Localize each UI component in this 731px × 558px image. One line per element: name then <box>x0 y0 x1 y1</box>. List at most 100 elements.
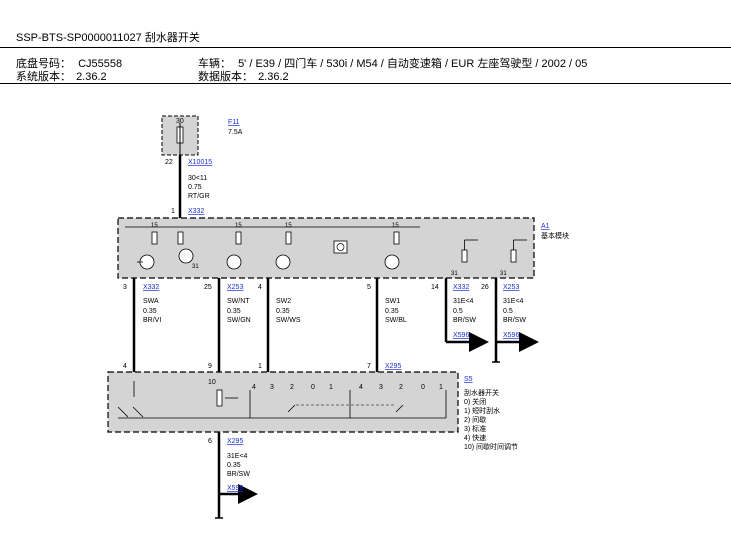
terminal-31: 31 <box>500 271 507 277</box>
wire-pin: 25 <box>204 284 212 291</box>
wire-pin: 4 <box>258 284 262 291</box>
chassis-label: 底盘号码： <box>16 58 71 70</box>
resistor-icon <box>461 249 468 263</box>
fuse-out-pin: 22 <box>165 159 173 166</box>
output-wire-id: 31E<4 <box>227 453 248 460</box>
transistor-icon <box>226 254 242 270</box>
switch-s5-link[interactable]: S5 <box>464 376 473 383</box>
supply-wire-size: 0.75 <box>188 184 202 191</box>
connector-x295-link[interactable]: X295 <box>227 438 243 445</box>
wire-pin: 14 <box>431 284 439 291</box>
fuse-rating: 7.5A <box>228 129 243 136</box>
resistor-icon <box>235 231 242 245</box>
resistor-icon <box>285 231 292 245</box>
position-label: 2 <box>290 384 294 391</box>
wire-color: BR/SW <box>503 317 526 324</box>
s5-pin: 9 <box>208 363 212 370</box>
base-module-box: 15 31 15 15 15 31 31 <box>117 217 535 279</box>
potentiometer-icon <box>216 389 223 407</box>
chassis-value: CJ55558 <box>78 58 123 70</box>
connector-x295-link[interactable]: X295 <box>385 363 401 370</box>
ground-link[interactable]: X596 <box>227 485 243 492</box>
header-divider <box>0 83 731 84</box>
position-label: 0 <box>421 384 425 391</box>
wire-name: 31E<4 <box>503 298 524 305</box>
switch-contact <box>132 406 144 418</box>
transistor-icon <box>384 254 400 270</box>
wire-size: 0.5 <box>503 308 513 315</box>
module-in-pin: 1 <box>171 208 175 215</box>
connector-link[interactable]: X253 <box>227 284 243 291</box>
connector-link[interactable]: X332 <box>143 284 159 291</box>
resistor-icon <box>510 249 517 263</box>
output-wire-size: 0.35 <box>227 462 241 469</box>
resistor-icon <box>151 231 158 245</box>
fuse-f11-link[interactable]: F11 <box>228 119 240 126</box>
resistor-icon <box>177 231 184 245</box>
vehicle-value: 5' / E39 / 四门车 / 530i / M54 / 自动变速箱 / EU… <box>238 58 588 70</box>
system-version: 系统版本： 2.36.2 <box>16 68 107 84</box>
wiper-switch-box: 10 4 3 2 0 1 4 3 2 0 1 <box>107 371 459 433</box>
output-pin: 6 <box>208 438 212 445</box>
vehicle-info: 车辆： 5' / E39 / 四门车 / 530i / M54 / 自动变速箱 … <box>198 55 587 71</box>
wire-color: BR/SW <box>453 317 476 324</box>
switch-pos1: 1) 短时刮水 <box>464 406 500 415</box>
switch-contact <box>395 404 404 413</box>
chassis-info: 底盘号码： CJ55558 <box>16 55 122 71</box>
wire-pin: 26 <box>481 284 489 291</box>
position-label: 2 <box>399 384 403 391</box>
module-desc: 基本模块 <box>541 231 569 240</box>
page-title: SSP-BTS-SP0000011027 刮水器开关 <box>16 32 200 44</box>
connector-link[interactable]: X332 <box>453 284 469 291</box>
wire-pin: 5 <box>367 284 371 291</box>
dataver-label: 数据版本： <box>198 71 253 83</box>
pot-pin: 10 <box>208 379 216 386</box>
vehicle-label: 车辆： <box>198 58 231 70</box>
switch-pos4: 4) 快速 <box>464 433 486 442</box>
s5-pin: 1 <box>258 363 262 370</box>
wire-size: 0.35 <box>143 308 157 315</box>
ground-link[interactable]: X596 <box>453 332 469 339</box>
supply-wire-color: RT/GR <box>188 193 210 200</box>
output-wire-color: BR/SW <box>227 471 250 478</box>
position-label: 1 <box>329 384 333 391</box>
ground-link[interactable]: X596 <box>503 332 519 339</box>
switch-contact <box>287 404 296 413</box>
wire-name: SW/NT <box>227 298 250 305</box>
supply-wire-id: 30<11 <box>188 175 207 182</box>
terminal-15: 15 <box>285 223 292 229</box>
switch-pos0: 0) 关闭 <box>464 397 486 406</box>
wire-name: SW1 <box>385 298 400 305</box>
fuse-box: 30 F11 7.5A <box>161 115 243 156</box>
wire-color: SW/BL <box>385 317 407 324</box>
wire-size: 0.5 <box>453 308 463 315</box>
title-divider <box>0 47 731 48</box>
s5-pin: 7 <box>367 363 371 370</box>
wire-size: 0.35 <box>276 308 290 315</box>
resistor-icon <box>393 231 400 245</box>
fuse-pin-30: 30 <box>176 118 184 125</box>
transistor-icon <box>178 248 194 264</box>
module-a1-link[interactable]: A1 <box>541 223 550 230</box>
wire-color: SW/WS <box>276 317 301 324</box>
terminal-15: 15 <box>151 223 158 229</box>
connector-x10015-link[interactable]: X10015 <box>188 159 212 166</box>
position-label: 4 <box>359 384 363 391</box>
position-label: 0 <box>311 384 315 391</box>
wire-name: 31E<4 <box>453 298 474 305</box>
switch-pos3: 3) 标准 <box>464 424 486 433</box>
s5-pin: 4 <box>123 363 127 370</box>
terminal-15: 15 <box>392 223 399 229</box>
dataver-value: 2.36.2 <box>258 71 289 83</box>
wire-color: BR/VI <box>143 317 161 324</box>
transistor-icon <box>275 254 291 270</box>
connector-x332-link[interactable]: X332 <box>188 208 204 215</box>
wire-pin: 3 <box>123 284 127 291</box>
wire-name: SW2 <box>276 298 291 305</box>
connector-link[interactable]: X253 <box>503 284 519 291</box>
microcontroller-icon <box>333 240 348 254</box>
sysver-value: 2.36.2 <box>76 71 107 83</box>
data-version: 数据版本： 2.36.2 <box>198 68 289 84</box>
switch-title: 刮水器开关 <box>464 388 499 397</box>
